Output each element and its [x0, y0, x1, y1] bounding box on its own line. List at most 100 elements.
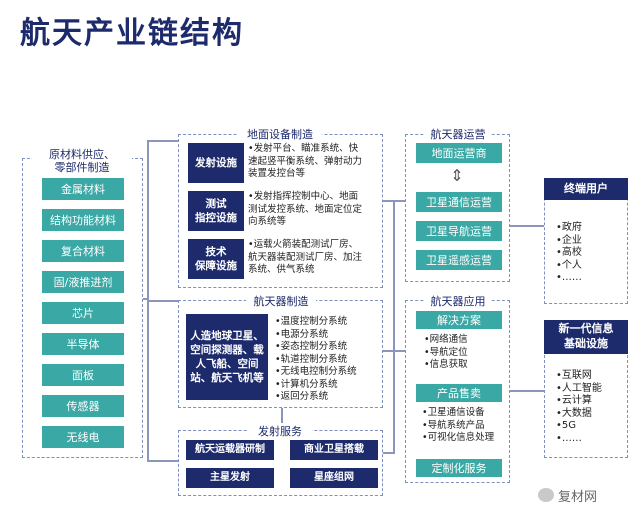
end-user-item: •高校 [556, 247, 582, 258]
spacecraft-types-label-line: 人造地球卫星、 [190, 329, 264, 342]
ground-equipment-desc-line: •运载火箭装配测试厂房、 [248, 239, 359, 250]
raw-material-item: 半导体 [42, 333, 124, 355]
new-infra-title-line1: 新一代信息 [558, 322, 614, 336]
raw-material-item: 芯片 [42, 302, 124, 324]
connector-launch-vertical [281, 408, 283, 430]
ground-equipment-desc: •运载火箭装配测试厂房、航天器装配测试厂房、加注系统、供气系统 [248, 239, 380, 277]
connector-to-spacecraft [147, 300, 178, 302]
watermark: 复材网 [538, 484, 638, 506]
new-infra-item: •…… [556, 432, 582, 444]
spacecraft-subsystem-item: •温度控制分系统 [275, 316, 348, 327]
ground-equipment-label: 测试指控设施 [188, 191, 244, 231]
ground-equipment-desc-line: 装置发控台等 [248, 168, 306, 180]
launch-service-item: 航天运载器研制 [186, 440, 274, 460]
raw-material-item: 结构功能材料 [42, 209, 124, 231]
spacecraft-subsystems-list: •温度控制分系统•电源分系统•姿态控制分系统•轨道控制分系统•无线电控制分系统•… [275, 316, 379, 404]
spacecraft-ops-title: 航天器运营 [425, 126, 491, 142]
connector-raw-to-trunk [142, 298, 148, 300]
raw-materials-title-line1: 原材料供应、 [49, 148, 115, 161]
wechat-icon [538, 488, 554, 502]
spacecraft-types-label-line: 人飞船、空间 [195, 358, 259, 370]
launch-service-item: 星座组网 [290, 468, 378, 488]
launch-service-item: 主星发射 [186, 468, 274, 488]
raw-material-item: 无线电 [42, 426, 124, 448]
ground-equipment-desc-line: •发射指挥控制中心、地面 [248, 191, 359, 202]
spacecraft-subsystem-item: •计算机分系统 [275, 378, 338, 390]
solutions-item: •导航定位 [424, 346, 468, 358]
spacecraft-mfg-title: 航天器制造 [246, 293, 316, 309]
raw-material-item: 复合材料 [42, 240, 124, 262]
ground-equipment-desc-line: 向系统等 [248, 216, 287, 228]
raw-material-item: 固/液推进剂 [42, 271, 124, 293]
end-users-list: •政府•企业•高校•个人•…… [556, 222, 622, 285]
spacecraft-apps-title: 航天器应用 [425, 293, 491, 309]
connector-right-trunk [393, 200, 395, 452]
ground-equipment-desc-line: 测试发控系统、地面定位定 [248, 203, 363, 215]
end-user-item: •政府 [556, 222, 582, 233]
spacecraft-subsystem-item: •轨道控制分系统 [275, 353, 348, 365]
solutions-item: •网络通信 [424, 334, 468, 345]
connector-to-ground [147, 140, 178, 142]
ground-equipment-label-line: 保障设施 [195, 260, 237, 272]
connector-to-launch [147, 460, 178, 462]
connector-ops-to-users [510, 225, 544, 227]
spacecraft-subsystem-item: •返回分系统 [275, 391, 329, 403]
raw-materials-title-line2: 零部件制造 [54, 161, 110, 174]
products-label: 产品售卖 [416, 384, 502, 402]
new-infra-title: 新一代信息 基础设施 [544, 320, 628, 354]
ground-equipment-label-line: 指控设施 [195, 212, 237, 224]
end-user-item: •企业 [556, 234, 582, 246]
new-infra-item: •5G [556, 420, 577, 431]
products-list: •卫星通信设备•导航系统产品•可视化信息处理 [422, 407, 508, 445]
end-user-item: •个人 [556, 259, 582, 271]
spacecraft-types-label: 人造地球卫星、空间探测器、载人飞船、空间站、航天飞机等 [186, 314, 268, 400]
new-infra-item: •大数据 [556, 407, 592, 419]
raw-material-item: 金属材料 [42, 178, 124, 200]
ground-equipment-desc-line: 速起竖平衡系统、弹射动力 [248, 155, 363, 167]
raw-material-item: 传感器 [42, 395, 124, 417]
raw-materials-title: 原材料供应、 零部件制造 [32, 148, 132, 174]
ground-equipment-label-line: 发射设施 [195, 156, 237, 169]
page-title: 航天产业链结构 [20, 16, 244, 51]
spacecraft-subsystem-item: •电源分系统 [275, 328, 329, 340]
products-item: •导航系统产品 [422, 419, 485, 431]
ground-equipment-desc-line: 航天器装配测试厂房、加注 [248, 251, 363, 263]
new-infra-item: •互联网 [556, 370, 592, 381]
solutions-label: 解决方案 [416, 311, 502, 329]
ground-equipment-label: 技术保障设施 [188, 239, 244, 279]
spacecraft-types-label-line: 站、航天飞机等 [190, 372, 264, 385]
end-user-item: •…… [556, 272, 582, 283]
new-infra-title-line2: 基础设施 [564, 337, 608, 350]
ground-equipment-label-line: 测试 [205, 197, 227, 210]
ground-equipment-desc-line: 系统、供气系统 [248, 264, 315, 276]
ground-equipment-label: 发射设施 [188, 143, 244, 183]
raw-material-item: 面板 [42, 364, 124, 386]
spacecraft-ops-item: 卫星通信运营 [416, 192, 502, 212]
spacecraft-ops-item: 卫星导航运营 [416, 221, 502, 241]
connector-launch-to-trunk [383, 452, 395, 454]
double-arrow-icon: ⇕ [450, 166, 464, 185]
spacecraft-subsystem-item: •无线电控制分系统 [275, 366, 357, 378]
new-infra-list: •互联网•人工智能•云计算•大数据•5G•…… [556, 370, 626, 445]
spacecraft-subsystem-item: •姿态控制分系统 [275, 341, 348, 353]
products-item: •可视化信息处理 [422, 432, 495, 444]
connector-apps-to-infra [510, 390, 544, 392]
watermark-text: 复材网 [558, 489, 598, 505]
launch-service-item: 商业卫星搭载 [290, 440, 378, 460]
spacecraft-ops-item: 地面运营商 [416, 143, 502, 163]
custom-service-box: 定制化服务 [416, 459, 502, 477]
products-item: •卫星通信设备 [422, 407, 485, 418]
solutions-list: •网络通信•导航定位•信息获取 [424, 334, 506, 372]
ground-equipment-label-line: 技术 [205, 245, 227, 258]
ground-equipment-desc-line: •发射平台、瞄准系统、快 [248, 143, 359, 154]
new-infra-item: •云计算 [556, 395, 592, 406]
ground-equipment-title: 地面设备制造 [238, 126, 322, 142]
new-infra-item: •人工智能 [556, 382, 602, 394]
spacecraft-types-label-line: 空间探测器、载 [190, 343, 264, 356]
spacecraft-ops-item: 卫星遥感运营 [416, 250, 502, 270]
solutions-item: •信息获取 [424, 359, 468, 371]
ground-equipment-desc: •发射指挥控制中心、地面测试发控系统、地面定位定向系统等 [248, 191, 380, 229]
launch-services-title: 发射服务 [248, 423, 312, 439]
ground-equipment-desc: •发射平台、瞄准系统、快速起竖平衡系统、弹射动力装置发控台等 [248, 143, 380, 181]
end-users-title: 终端用户 [544, 178, 628, 200]
